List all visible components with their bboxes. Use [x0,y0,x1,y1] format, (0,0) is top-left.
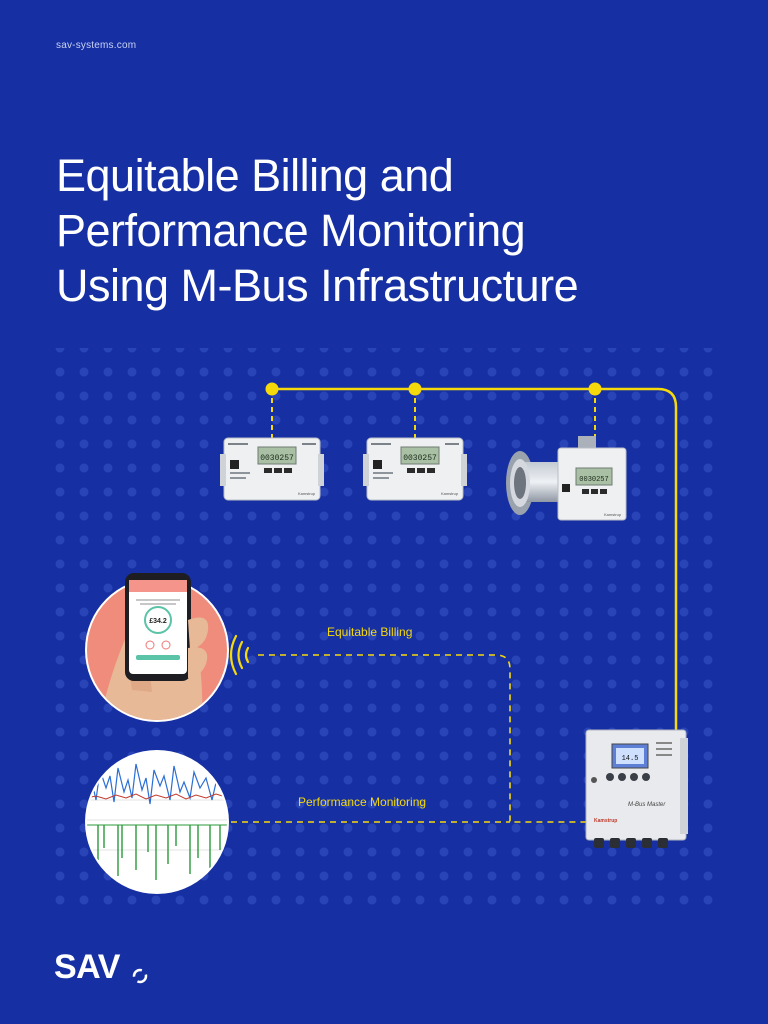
wireless-signal-icon [229,634,250,676]
heat-meter-1: 0030257 Kamstrup [220,437,324,501]
meter-brand: Kamstrup [604,512,622,517]
sav-logo-mark-icon [132,968,148,984]
meter-reading: 0030257 [579,476,608,484]
meter-reading: 0030257 [260,454,294,463]
title-line-1: Equitable Billing and [56,150,454,201]
bus-node [588,382,602,396]
flow-meter: 0030257 Kamstrup [506,436,627,521]
title-line-2: Performance Monitoring [56,205,526,256]
title-line-3: Using M-Bus Infrastructure [56,260,579,311]
meter-brand: Kamstrup [298,491,316,496]
m-bus-diagram: 0030257 Kamstrup 0030257 Kamstrup [48,348,720,908]
heat-meter-2: 0030257 Kamstrup [363,437,467,501]
m-bus-master-device: 14.5 M-Bus Master Kamstrup [585,729,688,848]
page-title: Equitable Billing and Performance Monito… [56,148,736,313]
performance-graph-illustration [85,750,229,894]
phone-app-illustration: £34.2 [85,573,229,722]
meter-brand: Kamstrup [441,491,459,496]
label-performance-monitoring: Performance Monitoring [298,795,426,809]
label-equitable-billing: Equitable Billing [327,625,412,639]
master-label: M-Bus Master [628,802,666,808]
bus-node [265,382,279,396]
bus-node [408,382,422,396]
sav-logo[interactable]: SAV [54,948,120,986]
master-brand: Kamstrup [594,818,617,824]
master-reading: 14.5 [622,755,639,763]
meter-reading: 0030257 [403,454,437,463]
bus-line [265,382,678,735]
site-url[interactable]: sav-systems.com [56,40,137,51]
phone-amount: £34.2 [149,618,167,625]
